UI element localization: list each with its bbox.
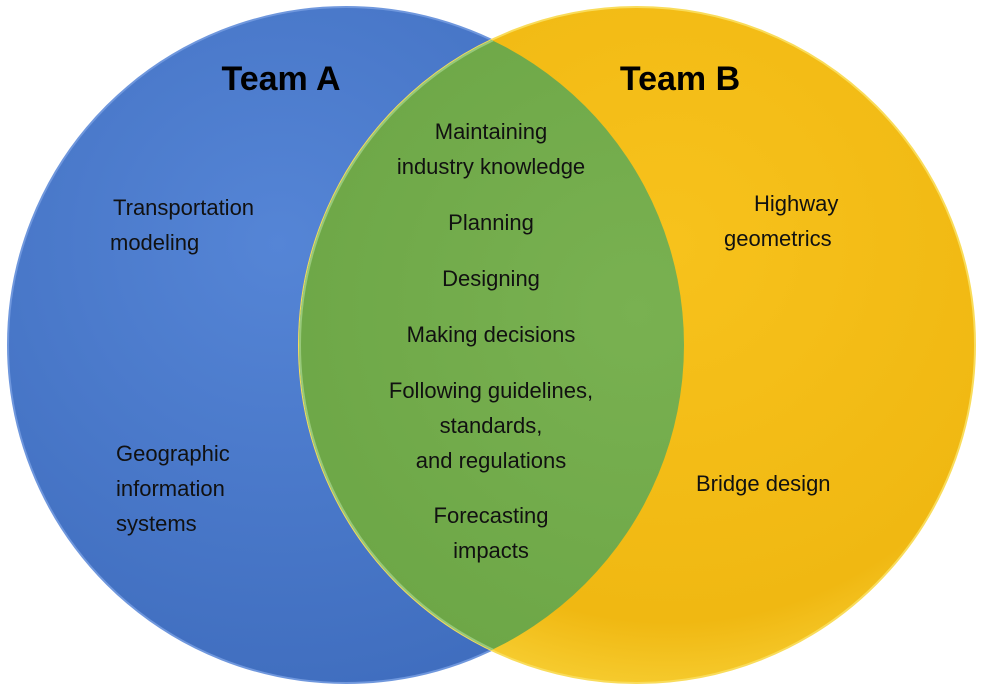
- overlap-item: Following guidelines,: [388, 378, 594, 403]
- team-b-title: Team B: [619, 60, 741, 98]
- overlap-item: Forecasting: [433, 503, 549, 528]
- team-a-item: Geographic: [116, 441, 230, 466]
- team-a-item: Transportation: [113, 195, 255, 220]
- overlap-item: and regulations: [415, 448, 567, 473]
- team-b-item: Highway: [754, 191, 839, 216]
- overlap-item: Planning: [448, 210, 534, 235]
- team-a-item: information: [116, 476, 225, 501]
- overlap-item: impacts: [453, 538, 529, 563]
- overlap-item: industry knowledge: [396, 154, 586, 179]
- overlap-item: Making decisions: [406, 322, 576, 347]
- team-a-item: systems: [116, 511, 197, 536]
- team-b-item: geometrics: [724, 226, 832, 251]
- overlap-item: Designing: [442, 266, 540, 291]
- team-a-item: modeling: [110, 230, 200, 255]
- overlap-item: Maintaining: [434, 119, 548, 144]
- overlap-item: standards,: [439, 413, 543, 438]
- team-b-item: Bridge design: [696, 471, 831, 496]
- team-a-title: Team A: [221, 60, 341, 98]
- overlap-region: [299, 7, 684, 683]
